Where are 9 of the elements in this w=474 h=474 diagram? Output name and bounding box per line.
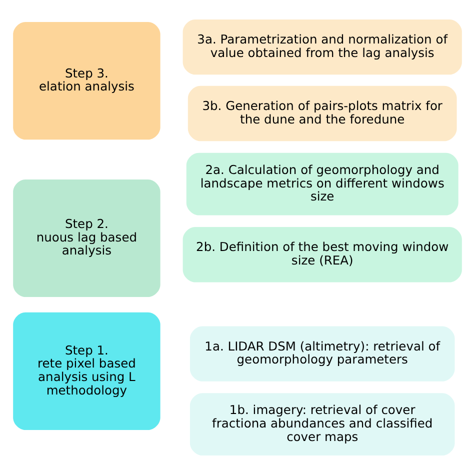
node-box: 1a. LIDAR DSM (altimetry): retrieval of geomorphology parameters — [189, 326, 454, 381]
node-box: Step 3. elation analysis — [12, 22, 160, 140]
node-box: 2b. Definition of the best moving window size (REA) — [182, 226, 462, 282]
node-box: Step 1. rete pixel based analysis using L methodology — [12, 312, 160, 430]
node-box: 3b. Generation of pairs-plots matrix for the dune and the foredune — [187, 85, 456, 141]
node-box: 1b. imagery: retrieval of cover fractiona abundances and classified cover maps — [189, 392, 454, 456]
node-box: Step 2. nuous lag based analysis — [12, 178, 160, 297]
node-box: 2a. Calculation of geomorphology and landscape metrics on different windows size — [186, 152, 458, 215]
node-box: 3a. Parametrization and normalization of value obtained from the lag analysis — [182, 18, 462, 74]
